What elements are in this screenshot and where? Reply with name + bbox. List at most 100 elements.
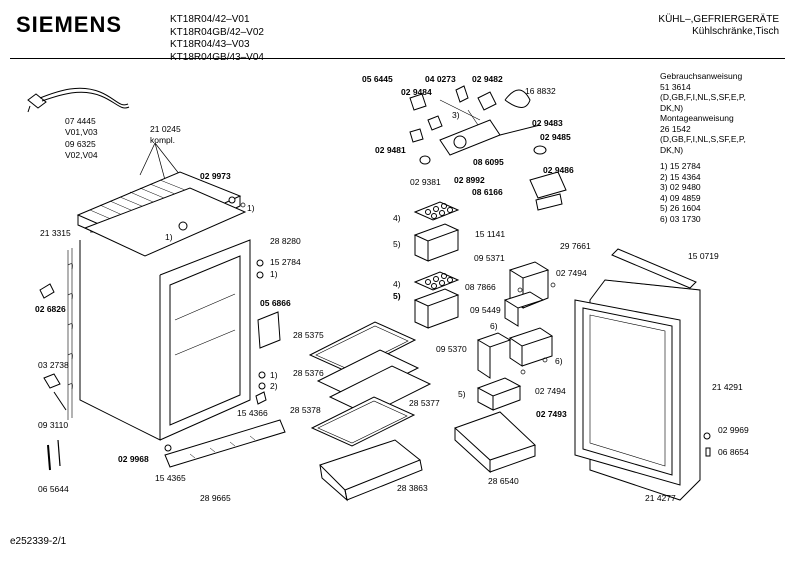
footnote-ref: 1) xyxy=(270,370,278,380)
part-number-label: 28 3863 xyxy=(397,483,428,493)
brand-logo: SIEMENS xyxy=(16,12,123,37)
part-number-label: 08 6095 xyxy=(473,157,504,167)
document-references: Gebrauchsanweisung 51 3614 (D,GB,F,I,NL,… xyxy=(660,71,746,155)
part-number-label: 03 2738 xyxy=(38,360,69,370)
part-number-label: 15 4365 xyxy=(155,473,186,483)
part-number-label: 02 9486 xyxy=(543,165,574,175)
part-number-label: 21 4277 xyxy=(645,493,676,503)
part-number-label: 02 7494 xyxy=(535,386,566,396)
part-number-label: 04 0273 xyxy=(425,74,456,84)
cabinet-body-drawing xyxy=(39,171,286,471)
part-number-label: 08 7866 xyxy=(465,282,496,292)
part-number-label: 16 8832 xyxy=(525,86,556,96)
model-line: KT18R04GB/42–V02 xyxy=(170,26,264,38)
variant-label: V02,V04 xyxy=(65,150,98,160)
screw-markers xyxy=(240,202,556,375)
doc-line: Gebrauchsanweisung xyxy=(660,71,743,81)
model-line: KT18R04GB/43–V04 xyxy=(170,51,264,63)
part-number-label: 29 7661 xyxy=(560,241,591,251)
part-number-label: 02 7493 xyxy=(536,409,567,419)
part-number-label: 02 9481 xyxy=(375,145,406,155)
footnote-ref: 6) xyxy=(490,321,498,331)
part-number-label: 21 4291 xyxy=(712,382,743,392)
part-number-label: 09 5371 xyxy=(474,253,505,263)
footnote-list: 1) 15 2784 2) 15 4364 3) 02 9480 4) 09 4… xyxy=(660,161,701,224)
footnote-ref: 6) xyxy=(555,356,563,366)
part-number-label: 08 6166 xyxy=(472,187,503,197)
power-cable-drawing xyxy=(27,87,130,113)
footnote-ref: 2) xyxy=(270,381,278,391)
part-number-label: 02 9482 xyxy=(472,74,503,84)
part-number-label: 02 9485 xyxy=(540,132,571,142)
footnote-ref: 5) xyxy=(458,389,466,399)
part-number-label: 02 8992 xyxy=(454,175,485,185)
door-drawing xyxy=(574,248,711,501)
part-number-label: 28 5375 xyxy=(293,330,324,340)
part-number-label: 28 5378 xyxy=(290,405,321,415)
variant-label: V01,V03 xyxy=(65,127,98,137)
part-number-label: 21 0245 xyxy=(150,124,181,134)
door-shelves-drawing xyxy=(413,201,554,474)
part-number-label: 09 3110 xyxy=(38,420,69,430)
part-number-label: 02 9968 xyxy=(118,454,149,464)
doc-line: DK,N) xyxy=(660,144,684,155)
part-number-label: 02 6826 xyxy=(35,304,66,314)
part-number-label: 02 9973 xyxy=(200,171,231,181)
footnote-ref: 5) xyxy=(393,291,401,301)
part-number-label: 21 3315 xyxy=(40,228,71,238)
footnote: 4) 09 4859 xyxy=(660,192,701,203)
thermostat-assembly-drawing xyxy=(409,85,567,211)
part-number-label: 15 2784 xyxy=(270,257,301,267)
footnote-ref: 1) xyxy=(247,203,255,213)
doc-line: DK,N) xyxy=(660,102,684,113)
part-number-label: 02 9484 xyxy=(401,87,432,97)
part-number-label: 28 6540 xyxy=(488,476,519,486)
part-number-label: 02 9381 xyxy=(410,177,441,187)
footnote-ref: 5) xyxy=(393,239,401,249)
model-line: KT18R04/43–V03 xyxy=(170,39,250,50)
model-line: KT18R04/42–V01 xyxy=(170,14,250,25)
part-note-label: kompl. xyxy=(150,135,176,145)
doc-line: (D,GB,F,I,NL,S,SF,E,P, xyxy=(660,134,746,144)
part-number-label: 15 4366 xyxy=(237,408,268,418)
part-number-label: 02 9969 xyxy=(718,425,749,435)
footnote: 1) 15 2784 xyxy=(660,161,701,171)
part-number-label: 28 9665 xyxy=(200,493,231,503)
part-number-label: 09 5449 xyxy=(470,305,501,315)
part-number-label: 28 5376 xyxy=(293,368,324,378)
doc-line: 26 1542 xyxy=(660,123,691,134)
footnote: 2) 15 4364 xyxy=(660,171,701,182)
category-title: KÜHL–,GEFRIERGERÄTE Kühlschränke,Tisch xyxy=(658,14,779,38)
footnote: 6) 03 1730 xyxy=(660,213,701,224)
footnote-ref: 1) xyxy=(270,269,278,279)
part-number-label: 05 6445 xyxy=(362,74,393,84)
doc-line: (D,GB,F,I,NL,S,SF,E,P, xyxy=(660,92,746,102)
part-number-label: 28 5377 xyxy=(409,398,440,408)
part-number-label: 28 8280 xyxy=(270,236,301,246)
drawing-id: e252339-2/1 xyxy=(10,536,67,547)
footnote: 5) 26 1604 xyxy=(660,203,701,213)
part-number-label: 05 6866 xyxy=(260,298,291,308)
footnote-ref: 1) xyxy=(165,232,173,242)
footnote-ref: 3) xyxy=(452,110,460,120)
glass-shelves-drawing xyxy=(308,321,432,502)
footnote: 3) 02 9480 xyxy=(660,182,701,192)
model-list: KT18R04/42–V01 KT18R04GB/42–V02 KT18R04/… xyxy=(170,14,264,64)
part-number-label: 02 7494 xyxy=(556,268,587,278)
doc-line: Montageanweisung xyxy=(660,113,734,123)
part-number-label: 09 5370 xyxy=(436,344,467,354)
header-divider xyxy=(10,58,785,59)
part-number-label: 02 9483 xyxy=(532,118,563,128)
part-number-label: 09 6325 xyxy=(65,139,96,149)
footnote-ref: 4) xyxy=(393,279,401,289)
footnote-ref: 4) xyxy=(393,213,401,223)
category-line: KÜHL–,GEFRIERGERÄTE xyxy=(658,14,779,25)
part-number-label: 15 0719 xyxy=(688,251,719,261)
part-number-label: 06 8654 xyxy=(718,447,749,457)
part-number-label: 07 4445 xyxy=(65,116,96,126)
category-line: Kühlschränke,Tisch xyxy=(692,26,779,37)
part-number-label: 06 5644 xyxy=(38,484,69,494)
doc-line: 51 3614 xyxy=(660,81,691,92)
part-number-label: 15 1141 xyxy=(475,229,506,239)
